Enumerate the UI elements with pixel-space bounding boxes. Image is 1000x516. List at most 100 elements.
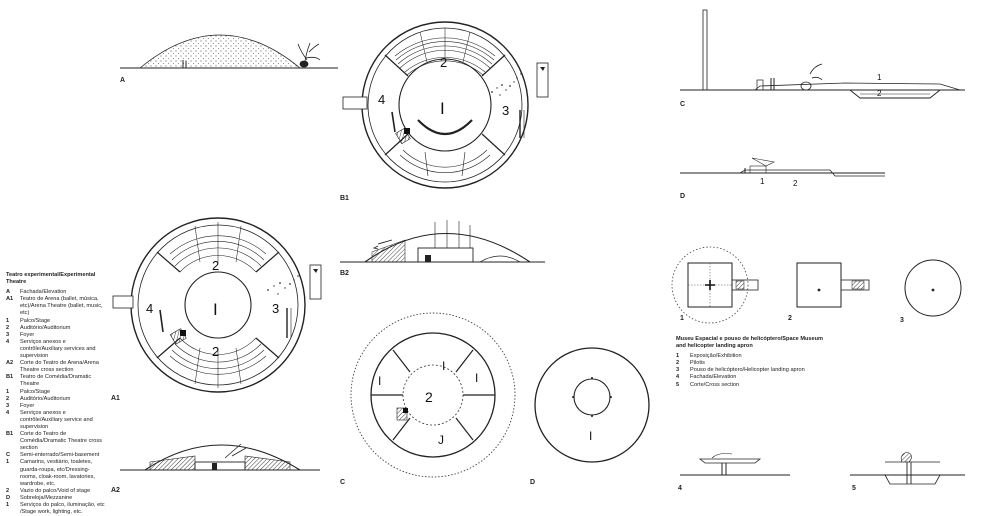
legend-key: 1 xyxy=(6,388,10,395)
label-c-right: C xyxy=(680,101,685,108)
legend-row: 4 Fachada/Elevation xyxy=(676,374,824,381)
museum-plan-1: 1 xyxy=(671,246,759,324)
museum-section-5: 5 xyxy=(850,451,965,492)
legend-row: 2 Pilotis xyxy=(676,360,824,367)
legend-row: 1 Exposição/Exhibition xyxy=(676,353,824,360)
museum-section-d: 1 2 D xyxy=(680,157,885,200)
plan-d-mezzanine: I D xyxy=(530,347,650,486)
sec-c-label-1: 1 xyxy=(877,73,882,82)
label-a1: A1 xyxy=(111,395,120,402)
legend-key: D xyxy=(6,494,11,501)
legend-key: 3 xyxy=(676,367,680,374)
label-b1: B1 xyxy=(340,195,349,202)
legend-value: Fachada/Elevation xyxy=(690,374,737,381)
legend-value: Palco/Stage xyxy=(20,317,51,324)
a1-room-2-top: 2 xyxy=(212,258,219,273)
label-museum-3: 3 xyxy=(900,317,904,324)
legend-value: Pouso de helicóptero/Helicopter landing … xyxy=(690,367,805,374)
museum-plan-3: 3 xyxy=(900,259,962,324)
c-room-2: 2 xyxy=(425,389,433,405)
legend-key: 3 xyxy=(6,331,10,338)
legend-museum-items: 1 Exposição/Exhibition 2 Pilotis 3 Pouso de h… xyxy=(676,353,824,388)
plan-b1-dramatic-theatre: 2 I 3 4 B1 xyxy=(340,21,549,202)
c-room-1-right: I xyxy=(475,371,478,385)
label-d-right: D xyxy=(680,193,685,200)
legend-value: Serviços anexos e contrôle/Auxiliary ser… xyxy=(20,409,93,430)
legend-key: B1 xyxy=(6,431,14,438)
c-room-1-left: I xyxy=(378,374,381,388)
legend-value: Corte do Teatro de Comédia/Dramatic Thea… xyxy=(20,431,102,452)
legend-row: 2 Vazio do palco/Void of stage xyxy=(6,488,106,495)
legend-museum: Museu Espacial e pouso de helicóptero/Sp… xyxy=(676,336,824,389)
label-museum-2: 2 xyxy=(788,315,792,322)
legend-value: Sobreloja/Mezzanine xyxy=(20,494,73,501)
legend-value: Serviços do palco, iluminação, etc /Stag… xyxy=(20,502,105,516)
plan-c-semi-basement: I I I 2 J C xyxy=(340,312,516,486)
theatre-elevation-a: A xyxy=(120,34,338,84)
b1-room-3: 3 xyxy=(502,103,509,118)
section-b2: B2 xyxy=(340,220,545,277)
legend-key: 3 xyxy=(6,402,10,409)
legend-key: A xyxy=(6,289,11,296)
legend-value: Exposição/Exhibition xyxy=(690,353,742,360)
legend-value: Serviços anexos e contrôle/Auxiliary ser… xyxy=(20,338,96,360)
legend-row: D Sobreloja/Mezzanine xyxy=(6,495,106,502)
legend-key: 2 xyxy=(6,324,10,331)
b1-room-4: 4 xyxy=(378,92,385,107)
section-a2: A2 xyxy=(111,443,320,494)
legend-row: A Fachada/Elevation xyxy=(6,289,106,296)
legend-key: 5 xyxy=(676,381,680,388)
legend-key: 4 xyxy=(6,409,10,416)
legend-value: Teatro de Comédia/Dramatic Theatre xyxy=(20,374,92,388)
legend-value: Corte do Teatro de Arena/Arena Theatre c… xyxy=(20,360,99,374)
legend-value: Fachada/Elevation xyxy=(20,289,67,296)
legend-value: Foyer xyxy=(20,402,35,409)
label-a2: A2 xyxy=(111,487,120,494)
legend-row: A2 Corte do Teatro de Arena/Arena Theatre… xyxy=(6,360,106,374)
legend-theatre-title: Teatro experimental/Experimental Theatre xyxy=(6,272,96,286)
label-d-left: D xyxy=(530,479,535,486)
b1-room-2: 2 xyxy=(440,55,447,70)
legend-key: 4 xyxy=(676,374,680,381)
legend-key: 2 xyxy=(6,395,10,402)
legend-key: A1 xyxy=(6,296,14,303)
legend-row: B1 Corte do Teatro de Comédia/Dramatic Th… xyxy=(6,431,106,452)
label-museum-1: 1 xyxy=(680,315,684,322)
legend-value: Auditório/Auditorium xyxy=(20,395,71,402)
label-museum-4: 4 xyxy=(678,485,682,492)
plan-a1-arena-theatre: 2 I 2 3 4 A1 xyxy=(111,217,322,402)
museum-section-c: 1 2 C xyxy=(680,9,965,108)
legend-row: 2 Auditório/Auditorium xyxy=(6,325,106,332)
label-b2: B2 xyxy=(340,270,349,277)
legend-value: Palco/Stage xyxy=(20,388,51,395)
legend-key: 1 xyxy=(676,353,680,360)
c-room-1-top: I xyxy=(442,359,445,373)
legend-key: 1 xyxy=(6,502,10,508)
sec-c-label-2: 2 xyxy=(877,89,882,98)
a1-room-4: 4 xyxy=(146,301,153,316)
legend-key: 1 xyxy=(6,459,10,466)
b1-room-1: I xyxy=(440,99,445,118)
sec-d-label-1: 1 xyxy=(760,177,765,186)
legend-key: 2 xyxy=(6,487,10,494)
legend-value: Vazio do palco/Void of stage xyxy=(20,487,91,494)
legend-theatre: Teatro experimental/Experimental Theatre… xyxy=(6,272,106,516)
legend-row: 1 Palco/Stage xyxy=(6,389,106,396)
legend-value: Auditório/Auditorium xyxy=(20,324,71,331)
legend-key: A2 xyxy=(6,360,14,367)
legend-value: Pilotis xyxy=(690,360,705,367)
legend-key: 2 xyxy=(676,360,680,367)
legend-row: 3 Pouso de helicóptero/Helicopter landing… xyxy=(676,367,824,374)
sec-d-label-2: 2 xyxy=(793,179,798,188)
a1-room-3: 3 xyxy=(272,301,279,316)
legend-value: Semi-enterrado/Semi-basement xyxy=(20,452,100,459)
